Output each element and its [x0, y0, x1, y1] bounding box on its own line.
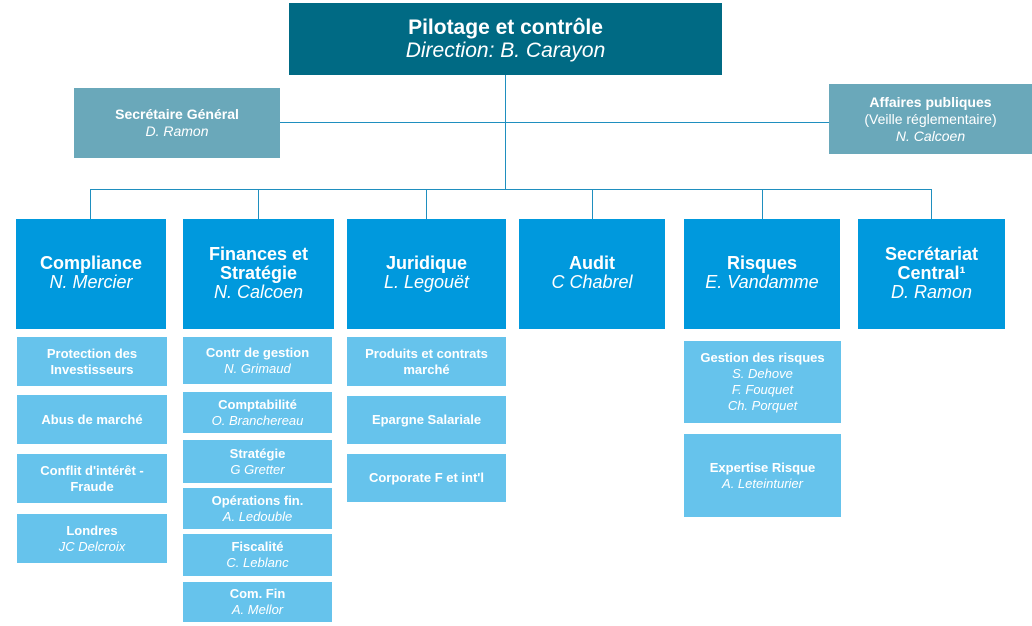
top-title: Pilotage et contrôle	[408, 16, 603, 39]
sub-fiscalite: Fiscalité C. Leblanc	[183, 534, 332, 576]
top-box-pilotage: Pilotage et contrôle Direction: B. Caray…	[289, 3, 722, 75]
connector-risques	[762, 189, 763, 219]
dept-person: L. Legouët	[383, 272, 470, 292]
side-left-title: Secrétaire Général	[115, 106, 239, 122]
sub-expertise-risque: Expertise Risque A. Leteinturier	[684, 434, 841, 517]
connector-side-horizontal	[280, 122, 830, 123]
sub-operations-fin: Opérations fin. A. Ledouble	[183, 488, 332, 529]
side-box-affaires-publiques: Affaires publiques (Veille réglementaire…	[829, 84, 1032, 154]
side-right-title: Affaires publiques	[869, 93, 992, 110]
connector-dept-horizontal	[90, 189, 932, 190]
dept-title: Audit	[569, 253, 615, 273]
dept-finances-strategie: Finances et Stratégie N. Calcoen	[183, 219, 334, 329]
dept-juridique: Juridique L. Legouët	[347, 219, 506, 329]
connector-top-vertical	[505, 75, 506, 190]
sub-abus-de-marche: Abus de marché	[17, 395, 167, 444]
side-left-person: D. Ramon	[145, 123, 209, 139]
dept-title: Juridique	[385, 253, 467, 273]
dept-person: D. Ramon	[890, 282, 973, 302]
dept-audit: Audit C Chabrel	[519, 219, 665, 329]
dept-title: Risques	[726, 253, 798, 273]
dept-compliance: Compliance N. Mercier	[16, 219, 166, 329]
connector-finances	[258, 189, 259, 219]
sub-conflit-interet: Conflit d'intérêt - Fraude	[17, 454, 167, 503]
top-subtitle: Direction: B. Carayon	[405, 39, 606, 62]
dept-person: E. Vandamme	[705, 272, 819, 292]
side-right-note: (Veille réglementaire)	[864, 110, 997, 127]
dept-title: Compliance	[39, 253, 143, 273]
sub-controle-gestion: Contr de gestion N. Grimaud	[183, 337, 332, 384]
dept-secretariat-central: Secrétariat Central¹ D. Ramon	[858, 219, 1005, 329]
dept-title: Finances et Stratégie	[208, 244, 309, 283]
connector-juridique	[426, 189, 427, 219]
dept-person: N. Calcoen	[213, 282, 304, 302]
sub-londres: Londres JC Delcroix	[17, 514, 167, 563]
sub-com-fin: Com. Fin A. Mellor	[183, 582, 332, 622]
sub-strategie: Stratégie G Gretter	[183, 440, 332, 483]
dept-risques: Risques E. Vandamme	[684, 219, 840, 329]
sub-produits-contrats: Produits et contrats marché	[347, 337, 506, 386]
dept-title: Secrétariat Central¹	[884, 244, 979, 283]
dept-person: C Chabrel	[551, 272, 633, 292]
sub-comptabilite: Comptabilité O. Branchereau	[183, 392, 332, 433]
sub-protection-investisseurs: Protection des Investisseurs	[17, 337, 167, 386]
connector-audit	[592, 189, 593, 219]
side-box-secretaire-general: Secrétaire Général D. Ramon	[74, 88, 280, 158]
sub-gestion-risques: Gestion des risques S. Dehove F. Fouquet…	[684, 341, 841, 423]
dept-person: N. Mercier	[49, 272, 133, 292]
side-right-person: N. Calcoen	[895, 127, 966, 144]
connector-secretariat	[931, 189, 932, 219]
sub-epargne-salariale: Epargne Salariale	[347, 396, 506, 444]
sub-corporate-finance: Corporate F et int'l	[347, 454, 506, 502]
connector-compliance	[90, 189, 91, 219]
